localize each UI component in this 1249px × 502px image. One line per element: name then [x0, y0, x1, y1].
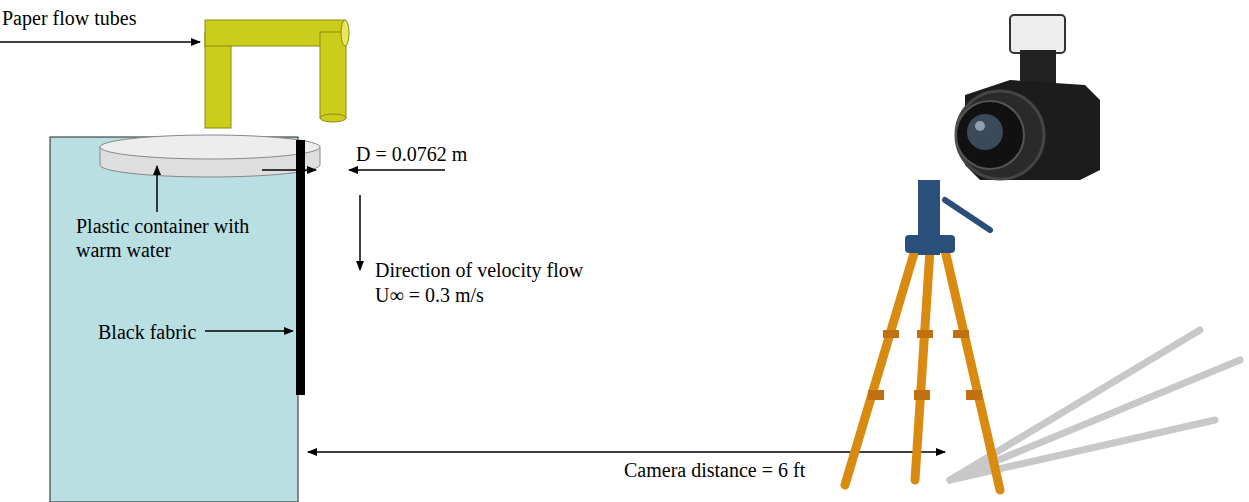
velocity-label: U∞ = 0.3 m/s: [375, 283, 484, 307]
tube-right: [320, 32, 346, 118]
tube-end: [341, 20, 349, 46]
tube-outlet: [320, 114, 346, 122]
dimension-arrow: [349, 169, 445, 171]
tank: [50, 137, 298, 502]
flow-arrow: [359, 195, 361, 270]
flow-label: Direction of velocity flow: [375, 258, 583, 282]
camera: [956, 15, 1100, 180]
tripod-clamps: [868, 330, 982, 400]
black-fabric: [296, 140, 305, 395]
tripod-head: [905, 235, 955, 253]
leader-tubes: [0, 41, 200, 43]
flow-tubes: [205, 20, 349, 128]
tripod-handle: [945, 200, 990, 230]
distance-arrow: [308, 451, 945, 453]
dimension-label: D = 0.0762 m: [356, 142, 467, 166]
tubes-label: Paper flow tubes: [2, 6, 136, 30]
leader-container: [156, 166, 158, 212]
distance-label: Camera distance = 6 ft: [624, 458, 805, 482]
container-label: Plastic container with warm water: [76, 214, 276, 262]
leader-fabric: [205, 330, 293, 332]
container-lid: [100, 135, 320, 159]
fabric-label: Black fabric: [98, 320, 196, 344]
dimension-arrow: [262, 169, 316, 171]
tripod: [845, 250, 1000, 490]
